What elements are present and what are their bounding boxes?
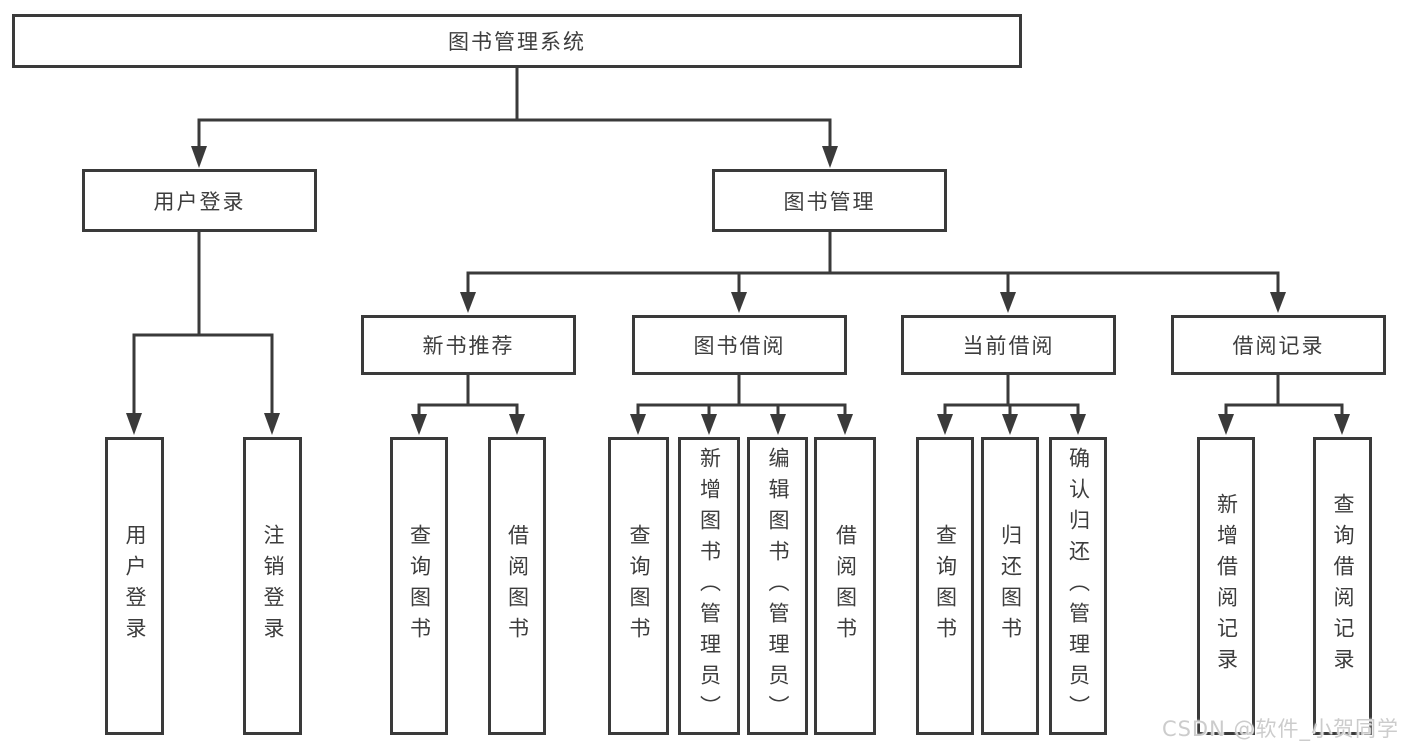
node-root: 图书管理系统 — [12, 14, 1022, 68]
arrow-down-icon — [1334, 414, 1350, 435]
arrow-down-icon — [126, 413, 142, 435]
node-current-borrow-label: 当前借阅 — [962, 334, 1055, 358]
leaf-borrow-book-label: 借阅图书 — [833, 524, 858, 648]
arrow-down-icon — [1000, 292, 1016, 313]
leaf-confirm-return-admin-label: 确认归还（管理员） — [1066, 446, 1091, 726]
arrow-down-icon — [191, 146, 207, 168]
leaf-newbook-borrow: 借阅图书 — [488, 437, 546, 735]
leaf-newbook-query: 查询图书 — [390, 437, 448, 735]
node-borrow-record-label: 借阅记录 — [1232, 334, 1325, 358]
arrow-down-icon — [264, 413, 280, 435]
node-root-label: 图书管理系统 — [448, 30, 586, 54]
leaf-query-record: 查询借阅记录 — [1313, 437, 1372, 735]
arrow-down-icon — [731, 292, 747, 313]
leaf-add-record: 新增借阅记录 — [1197, 437, 1255, 735]
arrow-down-icon — [937, 414, 953, 435]
leaf-query-record-label: 查询借阅记录 — [1331, 493, 1355, 679]
leaf-logout: 注销登录 — [243, 437, 302, 735]
leaf-logout-label: 注销登录 — [261, 524, 285, 648]
arrow-down-icon — [460, 292, 476, 313]
leaf-newbook-query-label: 查询图书 — [407, 524, 432, 648]
node-book-borrow: 图书借阅 — [632, 315, 847, 375]
node-current-borrow: 当前借阅 — [901, 315, 1116, 375]
node-book-borrow-label: 图书借阅 — [693, 334, 786, 358]
leaf-confirm-return-admin: 确认归还（管理员） — [1049, 437, 1107, 735]
leaf-return-book-label: 归还图书 — [998, 524, 1023, 648]
arrow-down-icon — [837, 414, 853, 435]
leaf-borrow-add-admin: 新增图书（管理员） — [678, 437, 740, 735]
arrow-down-icon — [509, 414, 525, 435]
arrow-down-icon — [1002, 414, 1018, 435]
leaf-return-book: 归还图书 — [981, 437, 1039, 735]
arrow-down-icon — [1270, 292, 1286, 313]
leaf-borrow-query-label: 查询图书 — [627, 524, 651, 648]
leaf-borrow-edit-admin-label: 编辑图书（管理员） — [766, 446, 790, 726]
csdn-watermark: CSDN @软件_小贺同学 — [1161, 717, 1399, 741]
node-user-login: 用户登录 — [82, 169, 317, 232]
leaf-newbook-borrow-label: 借阅图书 — [505, 524, 530, 648]
arrow-down-icon — [822, 146, 838, 168]
leaf-current-query: 查询图书 — [916, 437, 974, 735]
leaf-borrow-query: 查询图书 — [608, 437, 669, 735]
node-user-login-label: 用户登录 — [153, 189, 246, 214]
node-new-book-recommend: 新书推荐 — [361, 315, 576, 375]
arrow-down-icon — [770, 414, 786, 435]
leaf-user-login: 用户登录 — [105, 437, 164, 735]
arrow-down-icon — [1070, 414, 1086, 435]
node-book-management: 图书管理 — [712, 169, 947, 232]
leaf-user-login-label: 用户登录 — [123, 524, 147, 648]
leaf-add-record-label: 新增借阅记录 — [1214, 493, 1239, 679]
leaf-borrow-edit-admin: 编辑图书（管理员） — [747, 437, 808, 735]
arrow-down-icon — [1218, 414, 1234, 435]
leaf-current-query-label: 查询图书 — [933, 524, 958, 648]
arrow-down-icon — [411, 414, 427, 435]
arrow-down-icon — [701, 414, 717, 435]
node-borrow-record: 借阅记录 — [1171, 315, 1386, 375]
arrow-down-icon — [630, 414, 646, 435]
arrowheads — [126, 146, 1350, 435]
leaf-borrow-add-admin-label: 新增图书（管理员） — [697, 446, 722, 726]
node-book-management-label: 图书管理 — [783, 189, 876, 214]
node-new-book-recommend-label: 新书推荐 — [422, 334, 515, 358]
leaf-borrow-book: 借阅图书 — [814, 437, 876, 735]
